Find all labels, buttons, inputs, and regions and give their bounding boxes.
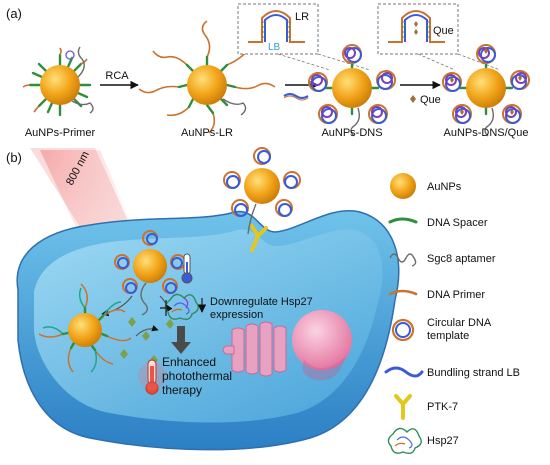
nucleus (292, 310, 352, 370)
stage-label-4: AuNPs-DNS/Que (444, 127, 529, 139)
dna-spacer-icon (388, 217, 418, 224)
thermometer-hot-icon (138, 359, 166, 395)
stage-label-2: AuNPs-LR (181, 127, 233, 139)
aunp-binding-cell (223, 147, 301, 235)
inset-lr-lb: LR LB (237, 3, 319, 55)
thick-down-arrow (171, 326, 191, 354)
stage-label-1: AuNPs-Primer (25, 127, 96, 139)
enhanced-text-1: Enhanced (162, 355, 216, 369)
legend-label-5: Bundling strand LB (427, 367, 520, 379)
aunp-dns-particle (308, 44, 396, 137)
legend: AuNPs DNA Spacer Sgc8 aptamer DNA Primer… (384, 173, 520, 455)
hsp27-protein-icon (164, 293, 199, 321)
aunp-internalized (114, 230, 186, 316)
thermometer-cool-icon (181, 253, 193, 284)
legend-label-3: DNA Primer (427, 289, 485, 301)
bundling-strand-reagent (283, 93, 309, 99)
aunp-released (38, 283, 132, 373)
ptk7-receptor (250, 224, 268, 252)
que-diamond-icon (410, 95, 416, 103)
legend-label-6: PTK-7 (427, 401, 458, 413)
circular-template-icon (391, 318, 415, 342)
ptk7-icon (394, 394, 412, 420)
primer-icon (388, 289, 418, 296)
arrow-rca-label: RCA (105, 70, 129, 82)
cancer-cell (16, 210, 400, 451)
hsp27-icon (387, 427, 422, 455)
stage-label-3: AuNPs-DNS (321, 127, 382, 139)
inset-que-label: Que (433, 25, 454, 37)
inhibition-bar (160, 300, 167, 316)
aptamer-icon (389, 253, 417, 267)
legend-label-1: DNA Spacer (427, 217, 488, 229)
panel-b-label: (b) (6, 150, 22, 165)
inset-que: Que (377, 3, 459, 55)
inset-lr-label: LR (295, 11, 309, 23)
aunp-icon (390, 173, 416, 199)
legend-label-0: AuNPs (427, 181, 462, 193)
golgi-structure (222, 321, 287, 377)
downregulate-text-2: expression (210, 309, 263, 321)
aunp-lr-particle (138, 20, 276, 134)
aunp-primer-particle (22, 46, 94, 117)
legend-label-2: Sgc8 aptamer (427, 253, 496, 265)
legend-label-7: Hsp27 (427, 435, 459, 447)
enhanced-text-2: photothermal (162, 369, 232, 383)
panel-a-label: (a) (6, 6, 22, 21)
aunp-dns-que-particle (442, 44, 530, 137)
downregulate-text-1: Downregulate Hsp27 (210, 296, 313, 308)
arrow-que-label: Que (420, 94, 441, 106)
inset-lb-label: LB (268, 42, 281, 53)
enhanced-text-3: therapy (162, 383, 202, 397)
bundling-strand-icon (384, 366, 424, 378)
